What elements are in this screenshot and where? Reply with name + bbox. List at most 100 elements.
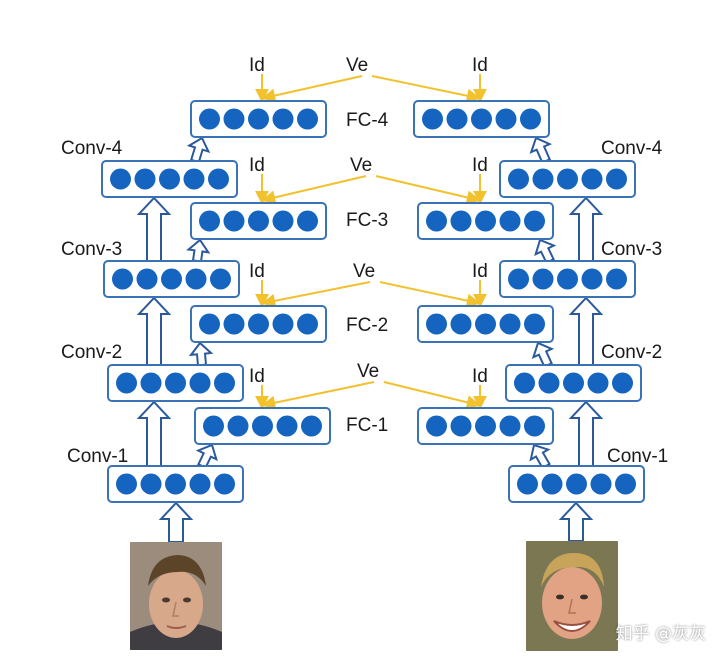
left-fc1-layer-unit — [276, 415, 298, 437]
left-conv2-layer — [107, 364, 244, 402]
left-conv1-layer — [107, 465, 244, 503]
right-conv3-layer-unit — [606, 268, 627, 290]
left-fc4-layer-unit — [248, 108, 269, 130]
left-fc4-layer-unit — [272, 108, 294, 130]
left-conv3-layer-unit — [136, 268, 158, 290]
right-fc2-layer-unit — [524, 313, 545, 335]
right-conv2-layer-unit — [563, 372, 584, 394]
left-conv2-to-conv3-arrow — [136, 296, 172, 366]
fc1-label: FC-1 — [346, 415, 388, 436]
ve-left-fc1-arrow — [261, 381, 375, 410]
ve-left-fc3-arrow — [261, 175, 367, 205]
left-fc2-layer-unit — [272, 313, 294, 335]
right-fc2-layer-unit — [450, 313, 472, 335]
right-conv2-label: Conv-2 — [601, 342, 662, 363]
right-conv1-layer-unit — [541, 473, 563, 495]
right-conv3-layer — [499, 260, 636, 298]
left-fc1-layer — [194, 407, 331, 445]
left-fc4-layer-unit — [199, 108, 220, 130]
left-conv4-to-fc4-arrow — [186, 136, 211, 164]
right-fc1-layer-unit — [426, 415, 447, 437]
left-fc3-layer-unit — [297, 210, 318, 232]
ve-right-fc3-arrow — [375, 175, 481, 205]
right-fc4-layer-unit — [495, 108, 517, 130]
right-conv3-layer-unit — [508, 268, 529, 290]
left-fc1-layer-unit — [252, 415, 273, 437]
left-conv1-layer-unit — [116, 473, 137, 495]
right-fc1-layer-unit — [475, 415, 496, 437]
right-conv1-layer-unit — [566, 473, 587, 495]
ve-left-fc4-arrow — [261, 75, 363, 103]
right-conv4-label: Conv-4 — [601, 138, 663, 159]
left-conv3-layer — [103, 260, 240, 298]
left-input-arrow — [158, 501, 194, 543]
right-fc1-layer-unit — [524, 415, 545, 437]
right-conv3-to-conv4-arrow — [568, 196, 604, 262]
left-conv2-layer-unit — [165, 372, 186, 394]
left-fc3-layer — [190, 202, 327, 240]
left-conv1-layer-unit — [189, 473, 211, 495]
right-conv3-layer-unit — [532, 268, 554, 290]
left-conv1-to-fc1-arrow — [195, 443, 218, 470]
left-conv3-layer-unit — [185, 268, 207, 290]
right-conv1-layer — [508, 465, 645, 503]
right-conv2-layer-unit — [612, 372, 633, 394]
right-fc2-layer-unit — [426, 313, 447, 335]
left-conv2-label: Conv-2 — [61, 342, 122, 363]
left-conv1-layer-unit — [214, 473, 235, 495]
right-fc2-layer — [417, 305, 554, 343]
fc3-label: FC-3 — [346, 210, 388, 231]
ve-label-fc1: Ve — [357, 361, 379, 382]
left-conv4-layer-unit — [183, 168, 205, 190]
ve-right-fc4-arrow — [371, 75, 481, 103]
right-fc1-layer — [417, 407, 554, 445]
id-label-left-fc4: Id — [249, 55, 265, 76]
face-photo-left — [130, 542, 222, 650]
right-conv1-layer-unit — [615, 473, 636, 495]
right-fc3-layer-unit — [450, 210, 472, 232]
left-fc2-layer-unit — [223, 313, 245, 335]
right-conv3-layer-unit — [557, 268, 578, 290]
right-conv2-to-conv3-arrow — [568, 296, 604, 366]
left-fc2-layer — [190, 305, 327, 343]
left-conv4-label: Conv-4 — [61, 138, 123, 159]
face-photo-right — [526, 541, 618, 651]
id-label-right-fc2: Id — [472, 261, 488, 282]
left-conv1-to-conv2-arrow — [136, 400, 172, 467]
layer-boxes — [101, 100, 645, 503]
right-fc2-layer-unit — [499, 313, 521, 335]
left-conv3-to-fc3-arrow — [186, 238, 211, 263]
ve-label-fc2: Ve — [353, 261, 375, 282]
right-fc4-layer-unit — [422, 108, 443, 130]
right-conv1-to-conv2-arrow — [568, 400, 604, 467]
right-input-arrow — [558, 501, 594, 542]
left-fc4-layer — [190, 100, 327, 138]
text-labels: FC-4 FC-3 FC-2 FC-1 Conv-4 Conv-3 Conv-2… — [61, 55, 668, 467]
left-fc3-layer-unit — [223, 210, 245, 232]
right-conv2-layer-unit — [538, 372, 560, 394]
left-fc3-layer-unit — [248, 210, 269, 232]
ve-right-fc1-arrow — [383, 381, 481, 410]
left-conv4-layer-unit — [159, 168, 180, 190]
right-fc3-layer-unit — [475, 210, 496, 232]
right-conv4-layer-unit — [532, 168, 554, 190]
right-conv3-to-fc3-arrow — [534, 238, 557, 265]
left-conv1-label: Conv-1 — [67, 446, 128, 467]
left-conv4-layer-unit — [110, 168, 131, 190]
fc4-label: FC-4 — [346, 110, 389, 131]
left-fc3-layer-unit — [199, 210, 220, 232]
left-fc2-layer-unit — [199, 313, 220, 335]
left-fc3-layer-unit — [272, 210, 294, 232]
left-conv3-to-conv4-arrow — [136, 196, 172, 262]
left-conv2-layer-unit — [189, 372, 211, 394]
right-conv4-to-fc4-arrow — [529, 136, 553, 164]
left-conv2-layer-unit — [140, 372, 162, 394]
right-conv1-label: Conv-1 — [607, 446, 668, 467]
left-fc4-layer-unit — [223, 108, 245, 130]
ve-label-fc4: Ve — [346, 55, 368, 76]
left-fc2-layer-unit — [297, 313, 318, 335]
left-conv1-layer-unit — [140, 473, 162, 495]
right-fc4-layer-unit — [520, 108, 541, 130]
